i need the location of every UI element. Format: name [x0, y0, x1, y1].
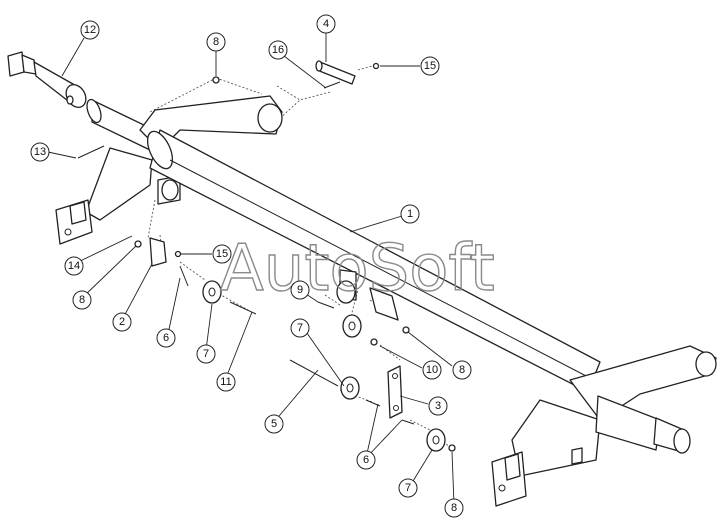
callout-11: 11	[216, 372, 236, 392]
callout-number: 16	[272, 44, 284, 56]
callout-number: 3	[435, 400, 441, 412]
callout-circle	[264, 414, 284, 434]
callout-number: 4	[323, 18, 329, 30]
callout-number: 7	[203, 348, 209, 360]
callout-number: 14	[68, 260, 80, 272]
callout-number: 6	[163, 332, 169, 344]
callout-circle	[356, 450, 376, 470]
callout-1: 1	[400, 204, 420, 224]
callout-8: 8	[72, 290, 92, 310]
callout-12: 12	[80, 20, 100, 40]
callout-14: 14	[64, 256, 84, 276]
callout-circle	[196, 344, 216, 364]
callout-2: 2	[112, 312, 132, 332]
callout-number: 6	[363, 454, 369, 466]
callout-circle	[444, 498, 464, 518]
washers	[202, 280, 446, 452]
callout-number: 2	[119, 316, 125, 328]
callout-number: 7	[297, 322, 303, 334]
callout-5: 5	[264, 414, 284, 434]
callout-circle	[206, 32, 226, 52]
callout-circle	[112, 312, 132, 332]
callout-10: 10	[422, 360, 442, 380]
callout-circle	[316, 14, 336, 34]
callout-circle	[268, 40, 288, 60]
link-plate-3	[387, 365, 403, 419]
left-hanger-bracket	[55, 95, 283, 245]
plate-2	[149, 237, 167, 267]
callout-8: 8	[444, 498, 464, 518]
callout-8: 8	[452, 360, 472, 380]
callout-number: 8	[213, 36, 219, 48]
callout-9: 9	[290, 280, 310, 300]
callout-13: 13	[30, 142, 50, 162]
callout-circle	[216, 372, 236, 392]
callout-circle	[212, 244, 232, 264]
callout-number: 13	[34, 146, 46, 158]
callout-number: 15	[216, 248, 228, 260]
callout-number: 9	[297, 284, 303, 296]
nuts	[134, 62, 456, 452]
callout-7: 7	[290, 318, 310, 338]
callout-number: 11	[220, 376, 231, 388]
right-hanger-bracket	[491, 345, 717, 507]
callout-circle	[156, 328, 176, 348]
pin-4	[315, 60, 356, 85]
callout-number: 12	[84, 24, 96, 36]
callout-circle	[428, 396, 448, 416]
callout-number: 8	[451, 502, 457, 514]
callout-7: 7	[196, 344, 216, 364]
callout-16: 16	[268, 40, 288, 60]
callout-circle	[290, 318, 310, 338]
callout-3: 3	[428, 396, 448, 416]
callout-15: 15	[212, 244, 232, 264]
callout-4: 4	[316, 14, 336, 34]
callout-circle	[400, 204, 420, 224]
callout-number: 15	[424, 60, 436, 72]
callout-number: 1	[407, 208, 413, 220]
callout-15: 15	[420, 56, 440, 76]
callout-circle	[72, 290, 92, 310]
callout-number: 10	[426, 364, 438, 376]
callout-circle	[420, 56, 440, 76]
callout-7: 7	[398, 478, 418, 498]
spindle-left	[7, 51, 87, 108]
watermark-text: AutoSoft	[220, 232, 495, 306]
callout-circle	[80, 20, 100, 40]
callout-circle	[452, 360, 472, 380]
callout-number: 8	[79, 294, 85, 306]
callout-number: 7	[405, 482, 411, 494]
callout-labels: 12 8 16 4 15 13 1 14 8 15 2 6 7 11 9 7 10 8 5 3 6 7 8	[30, 14, 472, 518]
centre-bracket	[336, 269, 399, 321]
callout-leaders	[47, 32, 455, 505]
callout-circle	[30, 142, 50, 162]
callout-6: 6	[156, 328, 176, 348]
callout-circle	[290, 280, 310, 300]
callout-8: 8	[206, 32, 226, 52]
callout-6: 6	[356, 450, 376, 470]
callout-number: 5	[271, 418, 277, 430]
callout-circle	[398, 478, 418, 498]
callout-circle	[64, 256, 84, 276]
callout-circle	[422, 360, 442, 380]
callout-number: 8	[459, 364, 465, 376]
